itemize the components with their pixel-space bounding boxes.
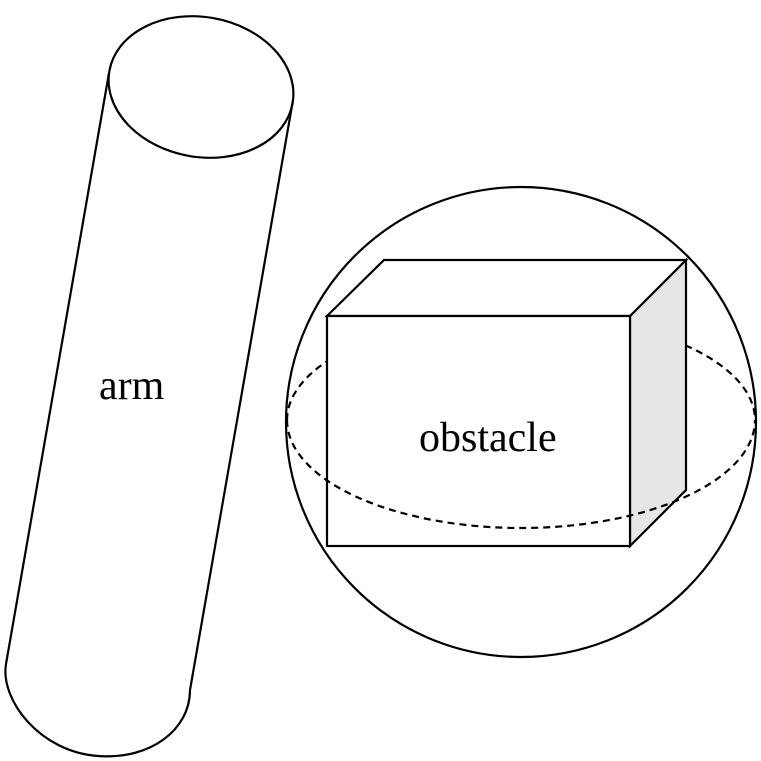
obstacle-box: obstacle	[324, 257, 689, 549]
arm-bottom-arc	[4, 663, 192, 758]
arm-top-ellipse	[107, 15, 295, 159]
arm-label: arm	[99, 363, 165, 409]
box-top-face	[324, 258, 689, 318]
arm-right-edge	[188, 99, 295, 691]
box-front-face	[325, 314, 632, 548]
arm-left-edge	[4, 72, 111, 665]
arm-cylinder: arm	[4, 15, 295, 758]
sphere-equator-front	[285, 419, 757, 530]
sphere-equator-back	[285, 313, 757, 421]
obstacle-label: obstacle	[419, 415, 557, 461]
